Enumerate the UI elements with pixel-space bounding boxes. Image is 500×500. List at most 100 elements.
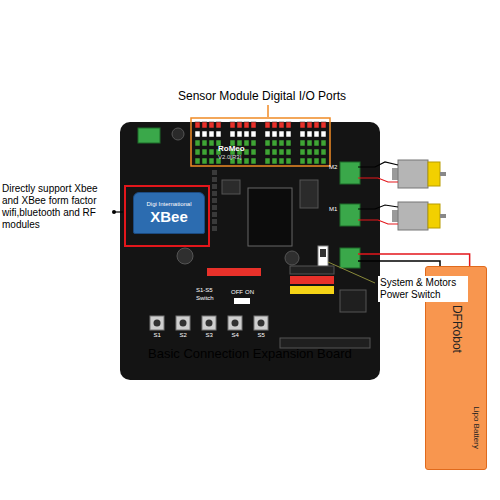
header-pin xyxy=(314,131,319,137)
header-pin xyxy=(212,184,217,189)
header-pin xyxy=(314,158,319,164)
header-pin xyxy=(209,122,214,128)
motor-wire xyxy=(358,162,398,167)
node-title: DFRobot xyxy=(449,305,463,353)
header-pin xyxy=(314,140,319,146)
button-cap xyxy=(180,320,187,327)
button-body xyxy=(254,316,268,330)
header-pin xyxy=(265,140,270,146)
header-pin xyxy=(237,131,242,137)
capacitor xyxy=(285,251,299,265)
header-pin xyxy=(202,131,207,137)
board-marking: S2 xyxy=(180,332,187,339)
node-subtitle: XBee xyxy=(150,208,188,225)
board-marking: ON xyxy=(245,289,254,296)
header-pin xyxy=(279,131,284,137)
power-header xyxy=(207,268,261,276)
board-marking: S1 xyxy=(154,332,161,339)
header-pin xyxy=(202,140,207,146)
power-wire xyxy=(380,254,470,266)
capacitor xyxy=(177,248,193,264)
header-pin xyxy=(307,149,312,155)
header-pin xyxy=(209,140,214,146)
header-pin xyxy=(279,158,284,164)
header-pin xyxy=(307,140,312,146)
header-pin xyxy=(279,140,284,146)
header-pin xyxy=(251,131,256,137)
header-pin xyxy=(244,122,249,128)
header-pin xyxy=(212,198,217,203)
header-pin xyxy=(321,131,326,137)
s1-s5-switch xyxy=(234,298,250,304)
header-pin xyxy=(202,122,207,128)
header-pin xyxy=(307,122,312,128)
header-pin xyxy=(272,131,277,137)
header-pin xyxy=(265,122,270,128)
button-cap xyxy=(154,320,161,327)
header-pin xyxy=(286,131,291,137)
header-pin xyxy=(212,177,217,182)
motor-cap xyxy=(428,162,440,186)
terminal-block xyxy=(138,128,160,143)
header-pin xyxy=(300,158,305,164)
power-switch-knob xyxy=(320,249,326,257)
callout-text: Sensor Module Digital I/O Ports xyxy=(178,89,346,103)
header-pin xyxy=(300,149,305,155)
driver-chip xyxy=(300,180,318,208)
buzzer xyxy=(172,128,184,140)
header-pin xyxy=(244,131,249,137)
motor-body xyxy=(398,160,428,188)
motor-wire xyxy=(358,178,398,182)
header-pin xyxy=(209,158,214,164)
header-pin xyxy=(195,158,200,164)
board-marking: S4 xyxy=(232,332,239,339)
motor xyxy=(392,160,446,188)
board: RoMeoV2.0[R3]Digi InternationalXBee xyxy=(120,122,380,380)
header-pin xyxy=(286,140,291,146)
leader-dot xyxy=(112,210,116,214)
header-pin xyxy=(212,205,217,210)
motor-cap xyxy=(428,204,440,228)
motor xyxy=(392,202,446,230)
xbee-module: Digi InternationalXBee xyxy=(133,192,205,234)
header-pin xyxy=(279,149,284,155)
header-pin xyxy=(286,122,291,128)
header-pin xyxy=(300,131,305,137)
header-pin xyxy=(202,158,207,164)
header-pin xyxy=(216,131,221,137)
board-marking: M1 xyxy=(329,206,337,213)
header-pin xyxy=(251,158,256,164)
header-pin xyxy=(244,149,249,155)
header-pin xyxy=(265,158,270,164)
header-pin xyxy=(195,131,200,137)
header-pin xyxy=(209,149,214,155)
header-pin xyxy=(286,158,291,164)
board-marking: S1-S5 xyxy=(196,287,213,294)
header-pin xyxy=(251,140,256,146)
icsp-header xyxy=(340,290,366,312)
button-body xyxy=(176,316,190,330)
button-body xyxy=(228,316,242,330)
node-subtitle: V2.0[R3] xyxy=(218,154,241,161)
header-pin xyxy=(300,140,305,146)
motor-shaft xyxy=(440,214,446,218)
analog-header xyxy=(290,266,334,274)
button-cap xyxy=(206,320,213,327)
header-pin xyxy=(251,122,256,128)
header-pin xyxy=(244,158,249,164)
callout-text: Directly support Xbee and XBee form fact… xyxy=(2,183,114,231)
motor-body xyxy=(398,202,428,230)
motor-terminal xyxy=(340,204,360,226)
header-pin xyxy=(272,140,277,146)
header-pin xyxy=(251,149,256,155)
node-subtitle: Lipo Battery xyxy=(471,406,480,449)
header-pin xyxy=(314,149,319,155)
header-pin xyxy=(265,131,270,137)
header-pin xyxy=(321,149,326,155)
mcu-chip xyxy=(248,188,292,246)
header-pin xyxy=(272,158,277,164)
motor-shaft xyxy=(440,172,446,176)
board-marking: S5 xyxy=(258,332,265,339)
header-pin xyxy=(212,226,217,231)
header-pin xyxy=(307,131,312,137)
